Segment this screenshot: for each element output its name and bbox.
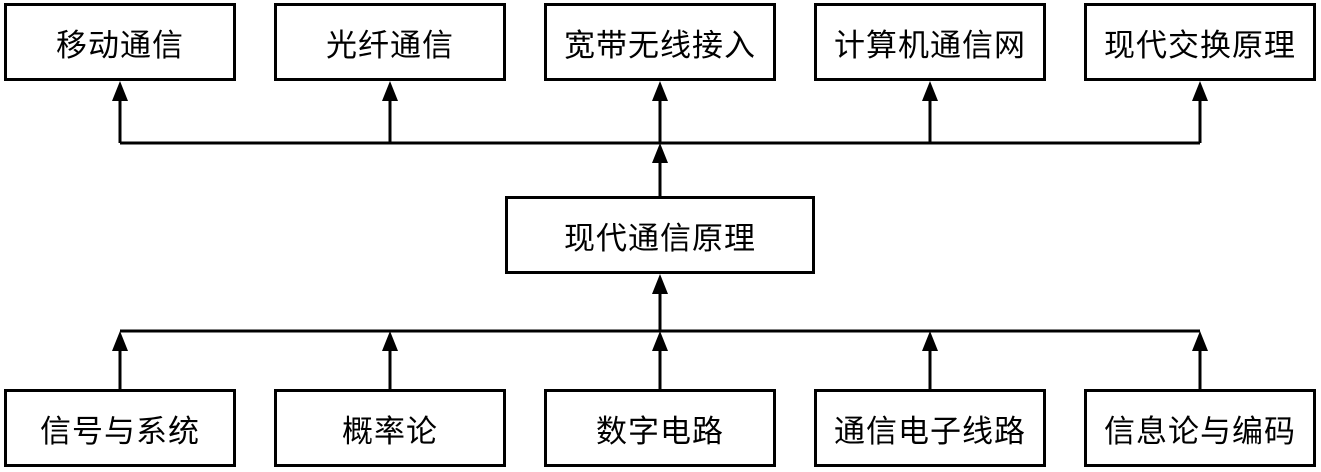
- course-box-digital-circuits: 数字电路: [544, 389, 776, 467]
- course-label: 移动通信: [56, 27, 184, 64]
- upper-arrowhead-0: [112, 81, 128, 101]
- lower-arrowhead-0: [112, 331, 128, 351]
- center-course-label: 现代通信原理: [564, 220, 756, 257]
- upper-arrowhead-4: [1192, 81, 1208, 101]
- lower-arrowhead-3: [922, 331, 938, 351]
- lower-arrowhead-1: [382, 331, 398, 351]
- course-box-broadband-wireless-access: 宽带无线接入: [544, 3, 776, 81]
- lower-arrowhead-2: [652, 331, 668, 351]
- course-label: 信息论与编码: [1104, 413, 1296, 450]
- course-label: 数字电路: [596, 413, 724, 450]
- course-label: 现代交换原理: [1104, 27, 1296, 64]
- course-label: 光纤通信: [326, 27, 454, 64]
- lower-arrowhead-4: [1192, 331, 1208, 351]
- course-box-communication-electronic-circuits: 通信电子线路: [814, 389, 1046, 467]
- course-box-computer-network: 计算机通信网: [814, 3, 1046, 81]
- course-box-information-theory-and-coding: 信息论与编码: [1084, 389, 1316, 467]
- upper-arrowhead-1: [382, 81, 398, 101]
- course-label: 计算机通信网: [834, 27, 1026, 64]
- upper-arrowhead-2: [652, 81, 668, 101]
- course-box-signals-and-systems: 信号与系统: [4, 389, 236, 467]
- course-box-modern-switching: 现代交换原理: [1084, 3, 1316, 81]
- course-box-mobile-communication: 移动通信: [4, 3, 236, 81]
- center-arrowhead: [652, 274, 668, 294]
- course-label: 通信电子线路: [834, 413, 1026, 450]
- upper-arrowhead-3: [922, 81, 938, 101]
- course-label: 宽带无线接入: [564, 27, 756, 64]
- course-box-optical-fiber-communication: 光纤通信: [274, 3, 506, 81]
- upper-bus-arrowhead: [652, 143, 668, 163]
- course-box-probability: 概率论: [274, 389, 506, 467]
- course-box-modern-communication-principles: 现代通信原理: [505, 196, 815, 274]
- course-label: 信号与系统: [40, 413, 200, 450]
- course-label: 概率论: [342, 413, 438, 450]
